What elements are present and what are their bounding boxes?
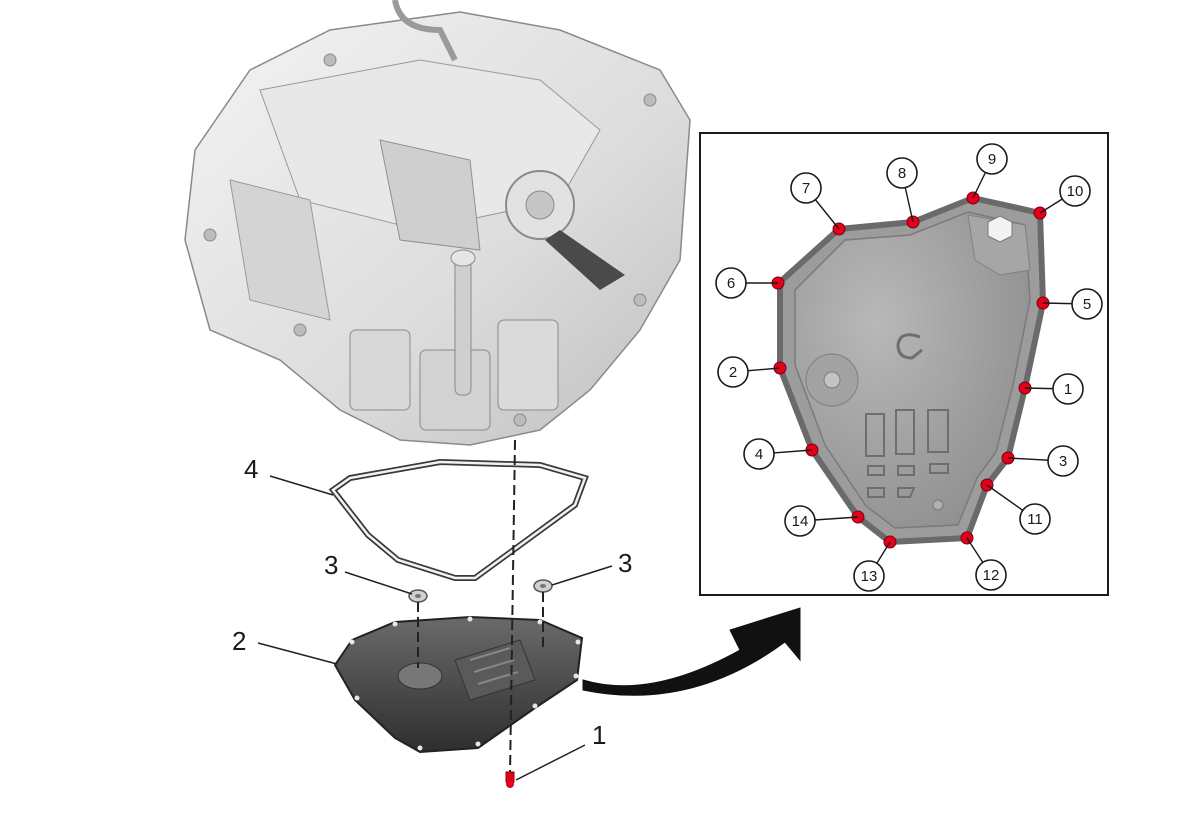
sequence-bubble-11 <box>1019 503 1051 535</box>
oil-pan <box>333 615 584 754</box>
callout-part-2: 2 <box>232 626 246 656</box>
sequence-bubble-8 <box>886 157 918 189</box>
washer-right <box>533 579 553 593</box>
sequence-number-2: 2 <box>729 364 737 381</box>
sequence-bubble-5 <box>1071 288 1103 320</box>
transmission-assembly <box>184 0 691 446</box>
sequence-number-13: 13 <box>861 568 878 585</box>
sequence-bubble-9 <box>976 143 1008 175</box>
sequence-bubble-14 <box>784 505 816 537</box>
sequence-bubble-6 <box>715 267 747 299</box>
sequence-bubble-7 <box>790 172 822 204</box>
sequence-number-1: 1 <box>1064 381 1072 398</box>
sequence-number-14: 14 <box>792 513 809 530</box>
sequence-bubble-3 <box>1047 445 1079 477</box>
callout-part-1: 1 <box>592 720 606 750</box>
sequence-bubble-1 <box>1052 373 1084 405</box>
sequence-number-5: 5 <box>1083 296 1091 313</box>
sequence-number-4: 4 <box>755 446 763 463</box>
sequence-number-6: 6 <box>727 275 735 292</box>
sequence-bubble-12 <box>975 559 1007 591</box>
sequence-bubble-13 <box>853 560 885 592</box>
sequence-bubble-10 <box>1059 175 1091 207</box>
sequence-number-8: 8 <box>898 165 906 182</box>
sequence-number-3: 3 <box>1059 453 1067 470</box>
callout-part-4: 4 <box>244 454 258 484</box>
sequence-number-12: 12 <box>983 567 1000 584</box>
alignment-lines <box>417 439 544 776</box>
sequence-number-10: 10 <box>1067 183 1084 200</box>
pan-bolt <box>505 771 515 788</box>
detail-arrow <box>582 607 801 696</box>
gasket <box>328 458 589 581</box>
washer-left <box>408 589 428 603</box>
bolt-layer <box>771 191 1050 549</box>
sequence-bubble-2 <box>717 356 749 388</box>
leader-lines <box>257 475 613 781</box>
callout-part-3-right: 3 <box>618 548 632 578</box>
sequence-number-9: 9 <box>988 151 996 168</box>
callout-part-3-left: 3 <box>324 550 338 580</box>
sequence-number-11: 11 <box>1027 511 1043 528</box>
sequence-bubble-4 <box>743 438 775 470</box>
sequence-number-7: 7 <box>802 180 810 197</box>
